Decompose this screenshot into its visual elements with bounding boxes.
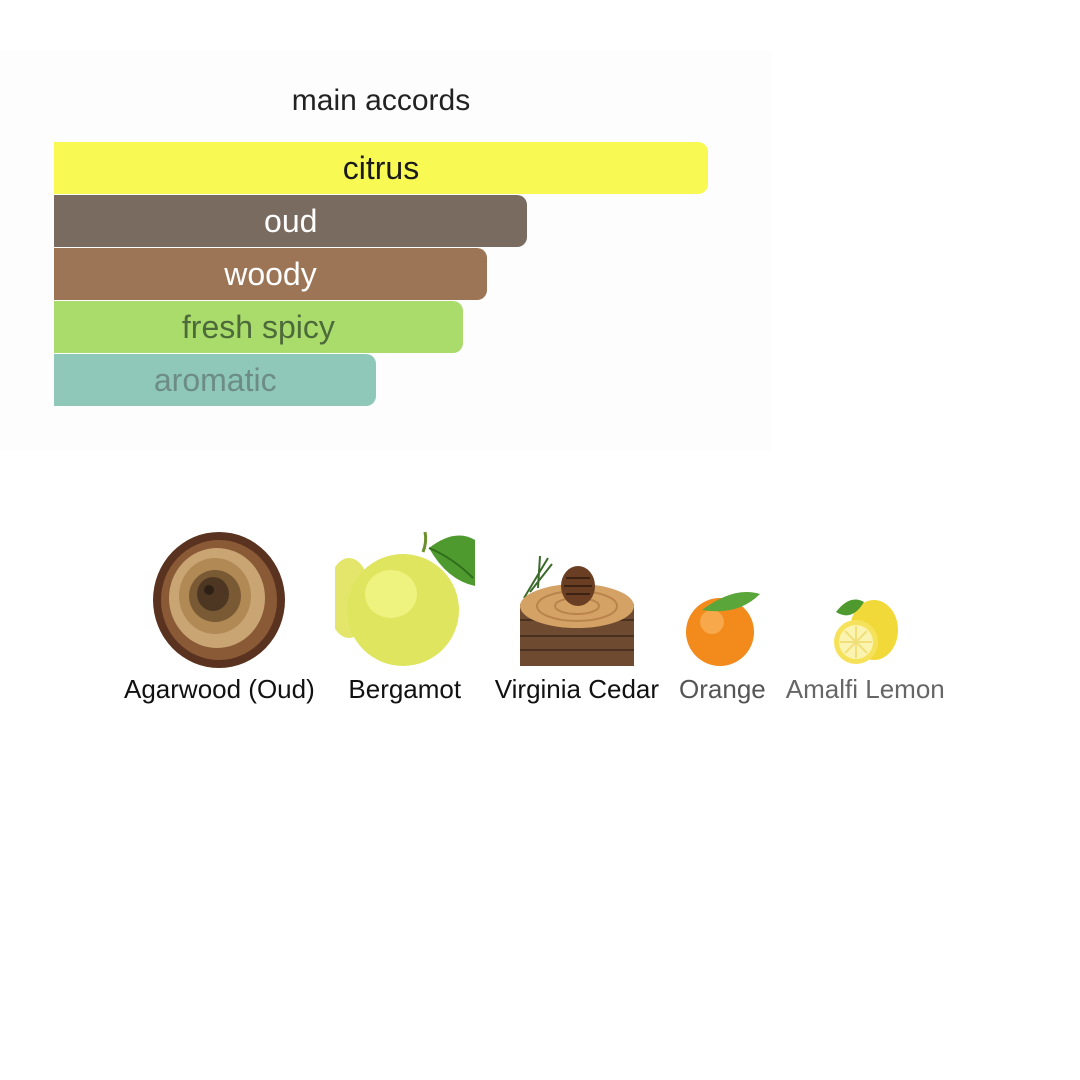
agarwood-icon xyxy=(153,532,286,668)
bergamot-icon xyxy=(334,528,475,668)
note-label: Bergamot xyxy=(348,674,462,704)
accord-bar-woody[interactable]: woody xyxy=(54,248,487,300)
orange-icon xyxy=(686,592,761,666)
accord-label: fresh spicy xyxy=(181,308,335,345)
note-orange[interactable]: Orange xyxy=(679,588,766,705)
note-bergamot[interactable]: Bergamot xyxy=(334,528,475,705)
accords-title: main accords xyxy=(291,84,471,117)
note-agarwood[interactable]: Agarwood (Oud) xyxy=(124,528,315,705)
accord-bar-fresh-spicy[interactable]: fresh spicy xyxy=(54,301,463,353)
accord-label: aromatic xyxy=(153,361,277,398)
note-label: Agarwood (Oud) xyxy=(124,674,315,704)
note-label: Orange xyxy=(679,674,766,704)
accords-bars: citrus oud woody fresh spicy aromatic xyxy=(54,142,708,407)
note-virginia-cedar[interactable]: Virginia Cedar xyxy=(495,550,659,705)
note-label: Virginia Cedar xyxy=(494,674,660,704)
accord-label: oud xyxy=(264,202,318,239)
accord-label: woody xyxy=(224,255,317,292)
notes-row: Agarwood (Oud) Bergamot xyxy=(124,528,945,705)
note-amalfi-lemon[interactable]: Amalfi Lemon xyxy=(786,596,945,705)
accord-bar-citrus[interactable]: citrus xyxy=(54,142,708,194)
accord-label: citrus xyxy=(342,149,420,186)
amalfi-lemon-icon xyxy=(834,599,899,664)
virginia-cedar-icon xyxy=(519,555,634,666)
note-label: Amalfi Lemon xyxy=(785,674,945,704)
accord-bar-aromatic[interactable]: aromatic xyxy=(54,354,377,406)
accord-bar-oud[interactable]: oud xyxy=(54,195,528,247)
main-accords-panel: main accords citrus oud woody fresh spic… xyxy=(0,50,772,450)
